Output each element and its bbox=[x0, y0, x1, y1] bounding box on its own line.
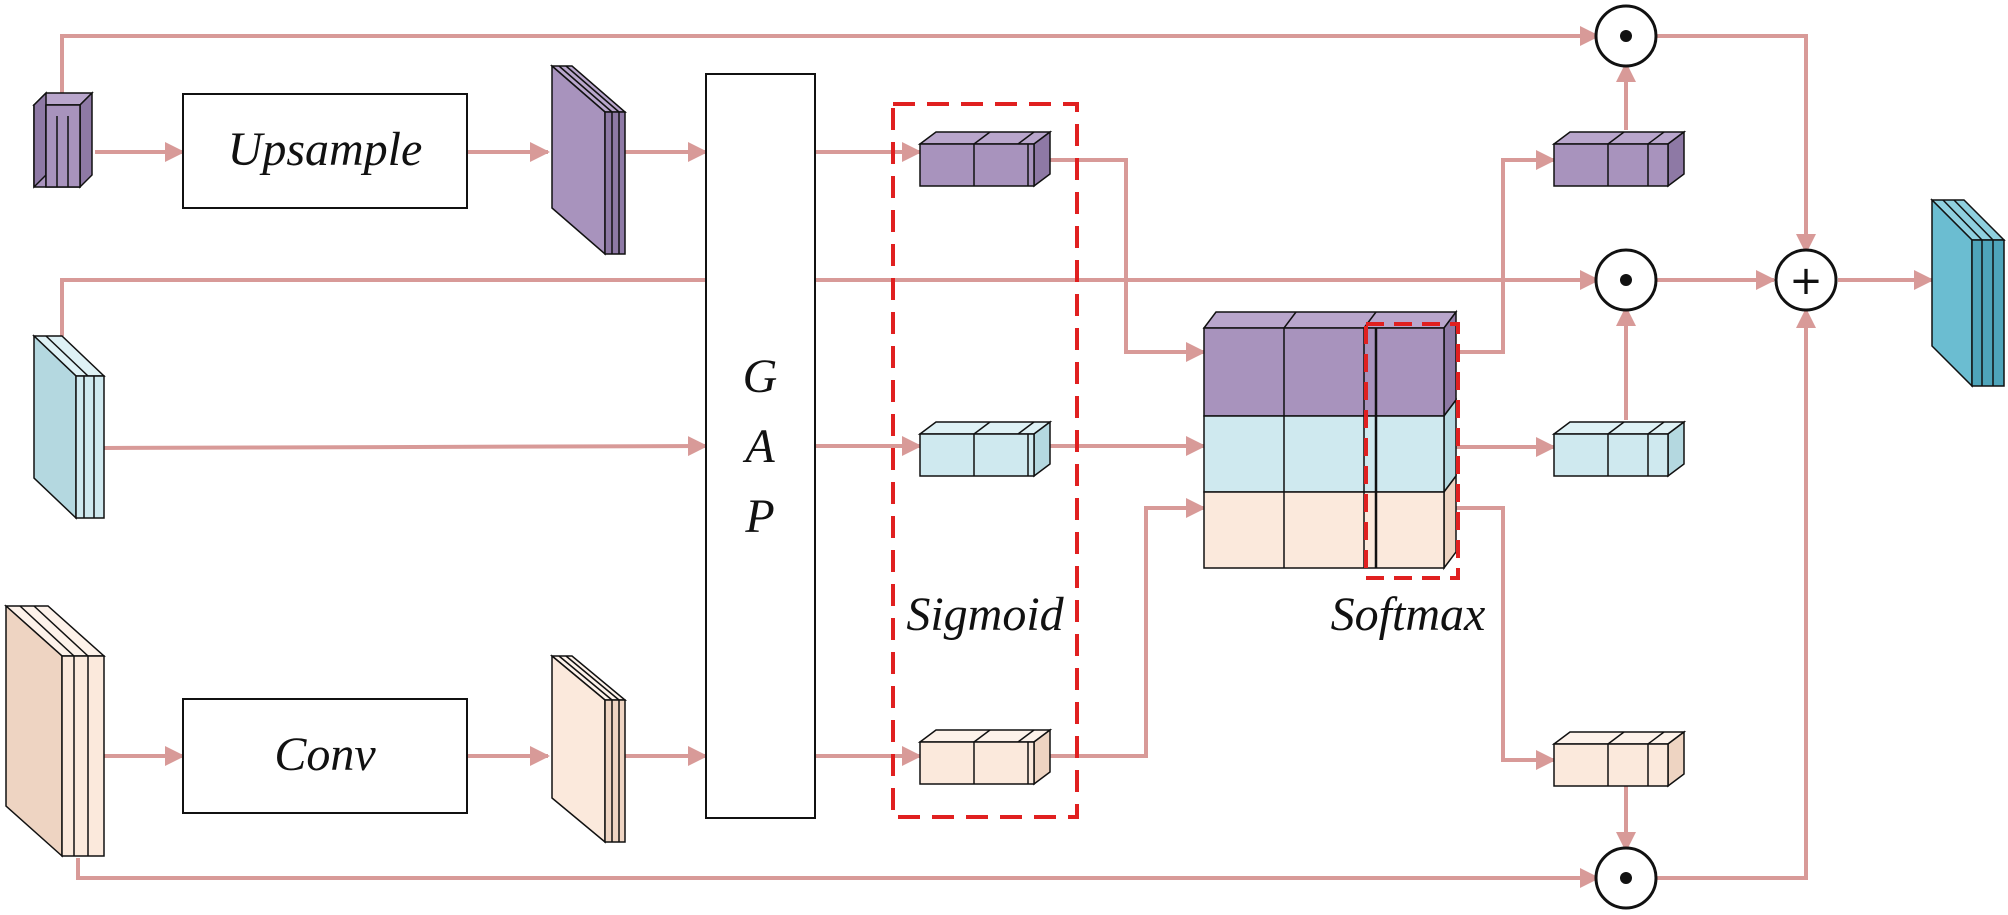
arrow-cube-to-out1 bbox=[1454, 150, 1556, 354]
arrow-mul1-to-sum bbox=[1656, 34, 1816, 254]
softmax-cube bbox=[1202, 309, 1458, 571]
multiply-operator-bottom bbox=[1594, 846, 1658, 910]
skip-line-blue bbox=[60, 270, 1600, 336]
sigmoid-vector-peach bbox=[917, 728, 1053, 786]
skip-line-peach bbox=[76, 858, 1600, 888]
weight-vector-purple bbox=[1551, 130, 1687, 188]
add-operator: + bbox=[1774, 248, 1838, 312]
gap-letter-g: G bbox=[743, 350, 778, 403]
multiply-operator-middle bbox=[1594, 248, 1658, 312]
input-feature-peach bbox=[4, 604, 106, 858]
conv-feature-peach bbox=[549, 654, 628, 844]
arrow-feature2-to-gap bbox=[103, 436, 708, 457]
connector-lines bbox=[60, 26, 1934, 888]
input-feature-purple bbox=[32, 91, 94, 189]
multiply-operator-top bbox=[1594, 4, 1658, 68]
sigmoid-vector-blue bbox=[917, 420, 1053, 478]
weight-vector-blue bbox=[1551, 420, 1687, 478]
arrow-mul3-to-sum bbox=[1656, 308, 1816, 880]
skip-line-purple bbox=[60, 26, 1600, 93]
arrow-vec1-to-cube bbox=[1050, 158, 1206, 362]
arrow-vec3-to-cube bbox=[1050, 498, 1206, 758]
weight-vector-peach bbox=[1551, 730, 1687, 788]
add-symbol: + bbox=[1789, 258, 1823, 304]
conv-label: Conv bbox=[274, 728, 376, 781]
gap-letter-a: A bbox=[742, 420, 775, 473]
softmax-dashed-region bbox=[1364, 322, 1460, 580]
sigmoid-vector-purple bbox=[917, 130, 1053, 188]
arrow-cube-to-out3 bbox=[1454, 506, 1556, 770]
upsampled-feature-purple bbox=[549, 64, 628, 256]
sigmoid-label: Sigmoid bbox=[906, 588, 1064, 641]
input-feature-blue bbox=[32, 334, 106, 520]
gap-letter-p: P bbox=[744, 490, 774, 543]
sigmoid-dashed-region bbox=[891, 102, 1079, 819]
upsample-label: Upsample bbox=[228, 123, 423, 176]
output-feature-teal bbox=[1930, 198, 2006, 388]
softmax-label: Softmax bbox=[1331, 588, 1486, 641]
gap-block: G A P bbox=[705, 73, 816, 819]
upsample-block: Upsample bbox=[182, 93, 468, 209]
conv-block: Conv bbox=[182, 698, 468, 814]
